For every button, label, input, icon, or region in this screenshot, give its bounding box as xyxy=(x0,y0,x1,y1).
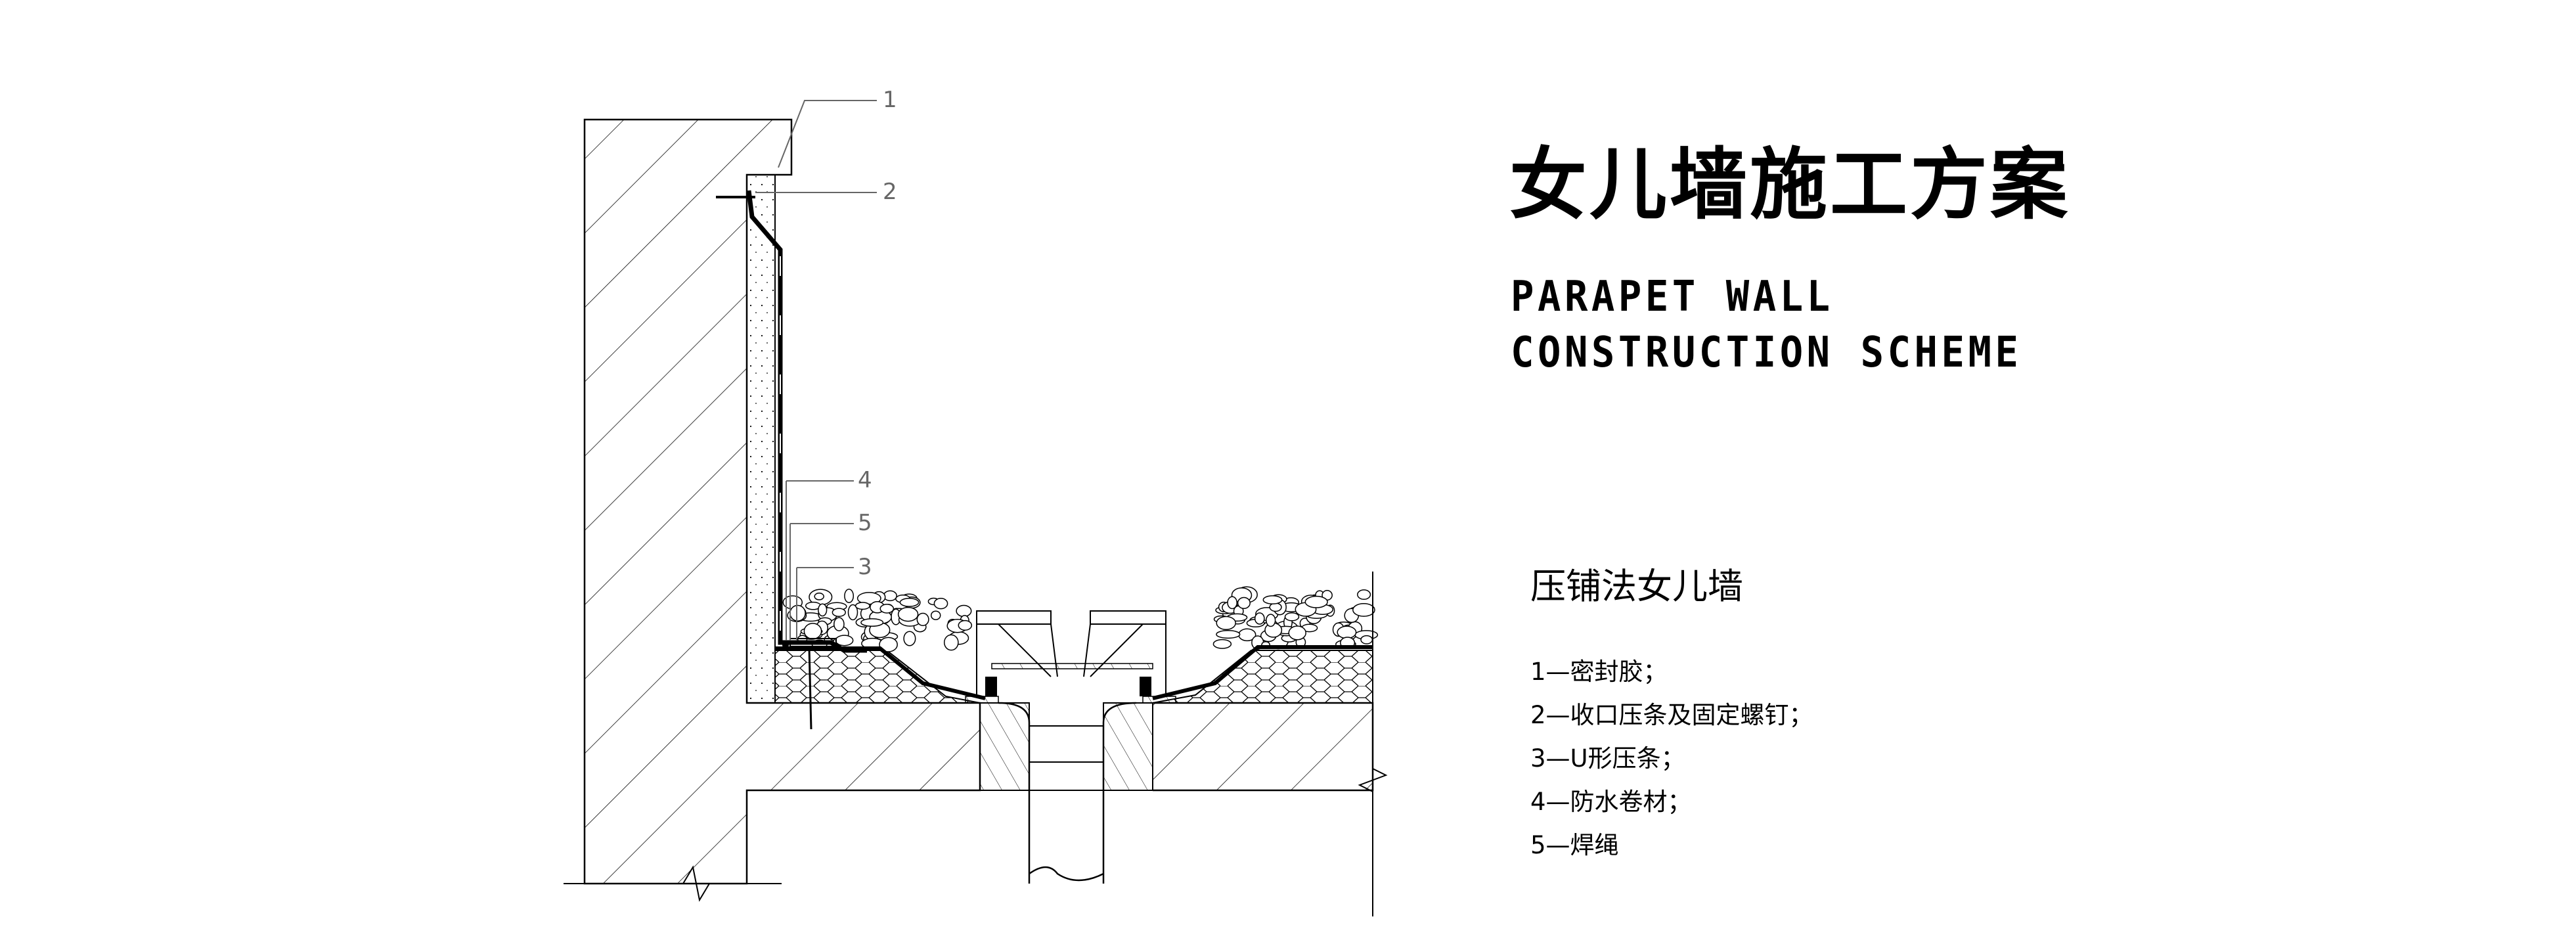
gravel-pebble xyxy=(1262,595,1283,605)
gravel-pebble xyxy=(930,610,941,620)
u-profile-strip xyxy=(789,638,837,647)
gravel-layer xyxy=(782,586,1379,652)
callout-5: 5 xyxy=(858,510,872,536)
callout-leaders xyxy=(755,100,877,641)
gravel-pebble xyxy=(897,606,919,622)
gravel-pebble xyxy=(844,589,855,604)
callout-4: 4 xyxy=(858,467,872,493)
gravel-pebble xyxy=(1337,625,1357,639)
gravel-pebble xyxy=(789,604,806,622)
section-subtitle: 压铺法女儿墙 xyxy=(1530,566,1743,607)
waterproof-membrane-right xyxy=(1152,645,1373,700)
legend-item: 4—防水卷材； xyxy=(1530,788,1692,816)
gravel-pebble xyxy=(933,598,948,610)
gravel-pebble xyxy=(916,612,929,627)
gravel-pebble xyxy=(833,617,845,631)
gravel-pebble xyxy=(1216,616,1236,631)
gravel-pebble xyxy=(1352,602,1375,617)
gravel-pebble xyxy=(879,637,898,652)
legend-list: 1—密封胶； 2—收口压条及固定螺钉； 3—U形压条； 4—防水卷材； 5—焊绳 xyxy=(1530,650,1813,867)
gravel-pebble xyxy=(1237,597,1251,610)
gravel-pebble xyxy=(899,597,920,607)
gravel-pebble xyxy=(879,604,895,614)
drain-pipe-insert xyxy=(1029,725,1104,763)
gravel-pebble xyxy=(1284,612,1300,621)
roof-drain xyxy=(965,610,1176,704)
drain-infill-left xyxy=(979,702,1030,791)
gravel-pebble xyxy=(1227,596,1237,610)
gravel-pebble xyxy=(1357,589,1371,600)
ground-break-line xyxy=(564,865,782,902)
plaster-layer xyxy=(746,174,776,704)
callout-2: 2 xyxy=(883,179,897,205)
legend-item: 5—焊绳 xyxy=(1530,831,1619,859)
drain-pipe xyxy=(998,702,1137,884)
right-break-line xyxy=(1358,572,1388,916)
gravel-pebble xyxy=(860,618,884,627)
gravel-pebble xyxy=(814,593,824,600)
gravel-pebble xyxy=(956,604,972,618)
gravel-pebble xyxy=(847,604,858,621)
gravel-pebble xyxy=(803,623,822,640)
gravel-pebble xyxy=(835,635,854,646)
gravel-pebble xyxy=(1266,614,1276,627)
gravel-pebble xyxy=(1254,612,1265,625)
roof-slab-right xyxy=(1153,702,1374,792)
gravel-pebble xyxy=(855,602,870,610)
gravel-pebble xyxy=(883,590,897,602)
drain-infill-right xyxy=(1103,702,1153,791)
page-title-english-line2: CONSTRUCTION SCHEME xyxy=(1511,328,2022,377)
gravel-pebble xyxy=(1288,625,1306,641)
page-title-english-line1: PARAPET WALL xyxy=(1511,273,1834,321)
insulation-left xyxy=(774,650,981,704)
gravel-pebble xyxy=(1304,595,1328,608)
page-title-chinese: 女儿墙施工方案 xyxy=(1509,139,2071,230)
insulation-right xyxy=(1152,650,1373,704)
gravel-pebble xyxy=(1360,635,1373,644)
callout-3: 3 xyxy=(858,554,872,580)
legend-item: 1—密封胶； xyxy=(1530,658,1668,686)
welding-rod xyxy=(782,642,789,648)
legend-item: 2—收口压条及固定螺钉； xyxy=(1530,701,1813,729)
waterproof-membrane-base xyxy=(775,646,986,700)
gravel-pebble xyxy=(958,619,973,631)
gravel-pebble xyxy=(903,631,916,646)
gravel-pebble xyxy=(1212,639,1232,649)
gravel-pebble xyxy=(1216,630,1241,639)
legend-item: 3—U形压条； xyxy=(1530,744,1685,773)
gravel-pebble xyxy=(832,608,846,618)
callout-1: 1 xyxy=(883,87,897,113)
gravel-pebble xyxy=(818,603,828,617)
gravel-pebble xyxy=(943,634,959,651)
fixing-nail-bottom xyxy=(808,646,812,730)
